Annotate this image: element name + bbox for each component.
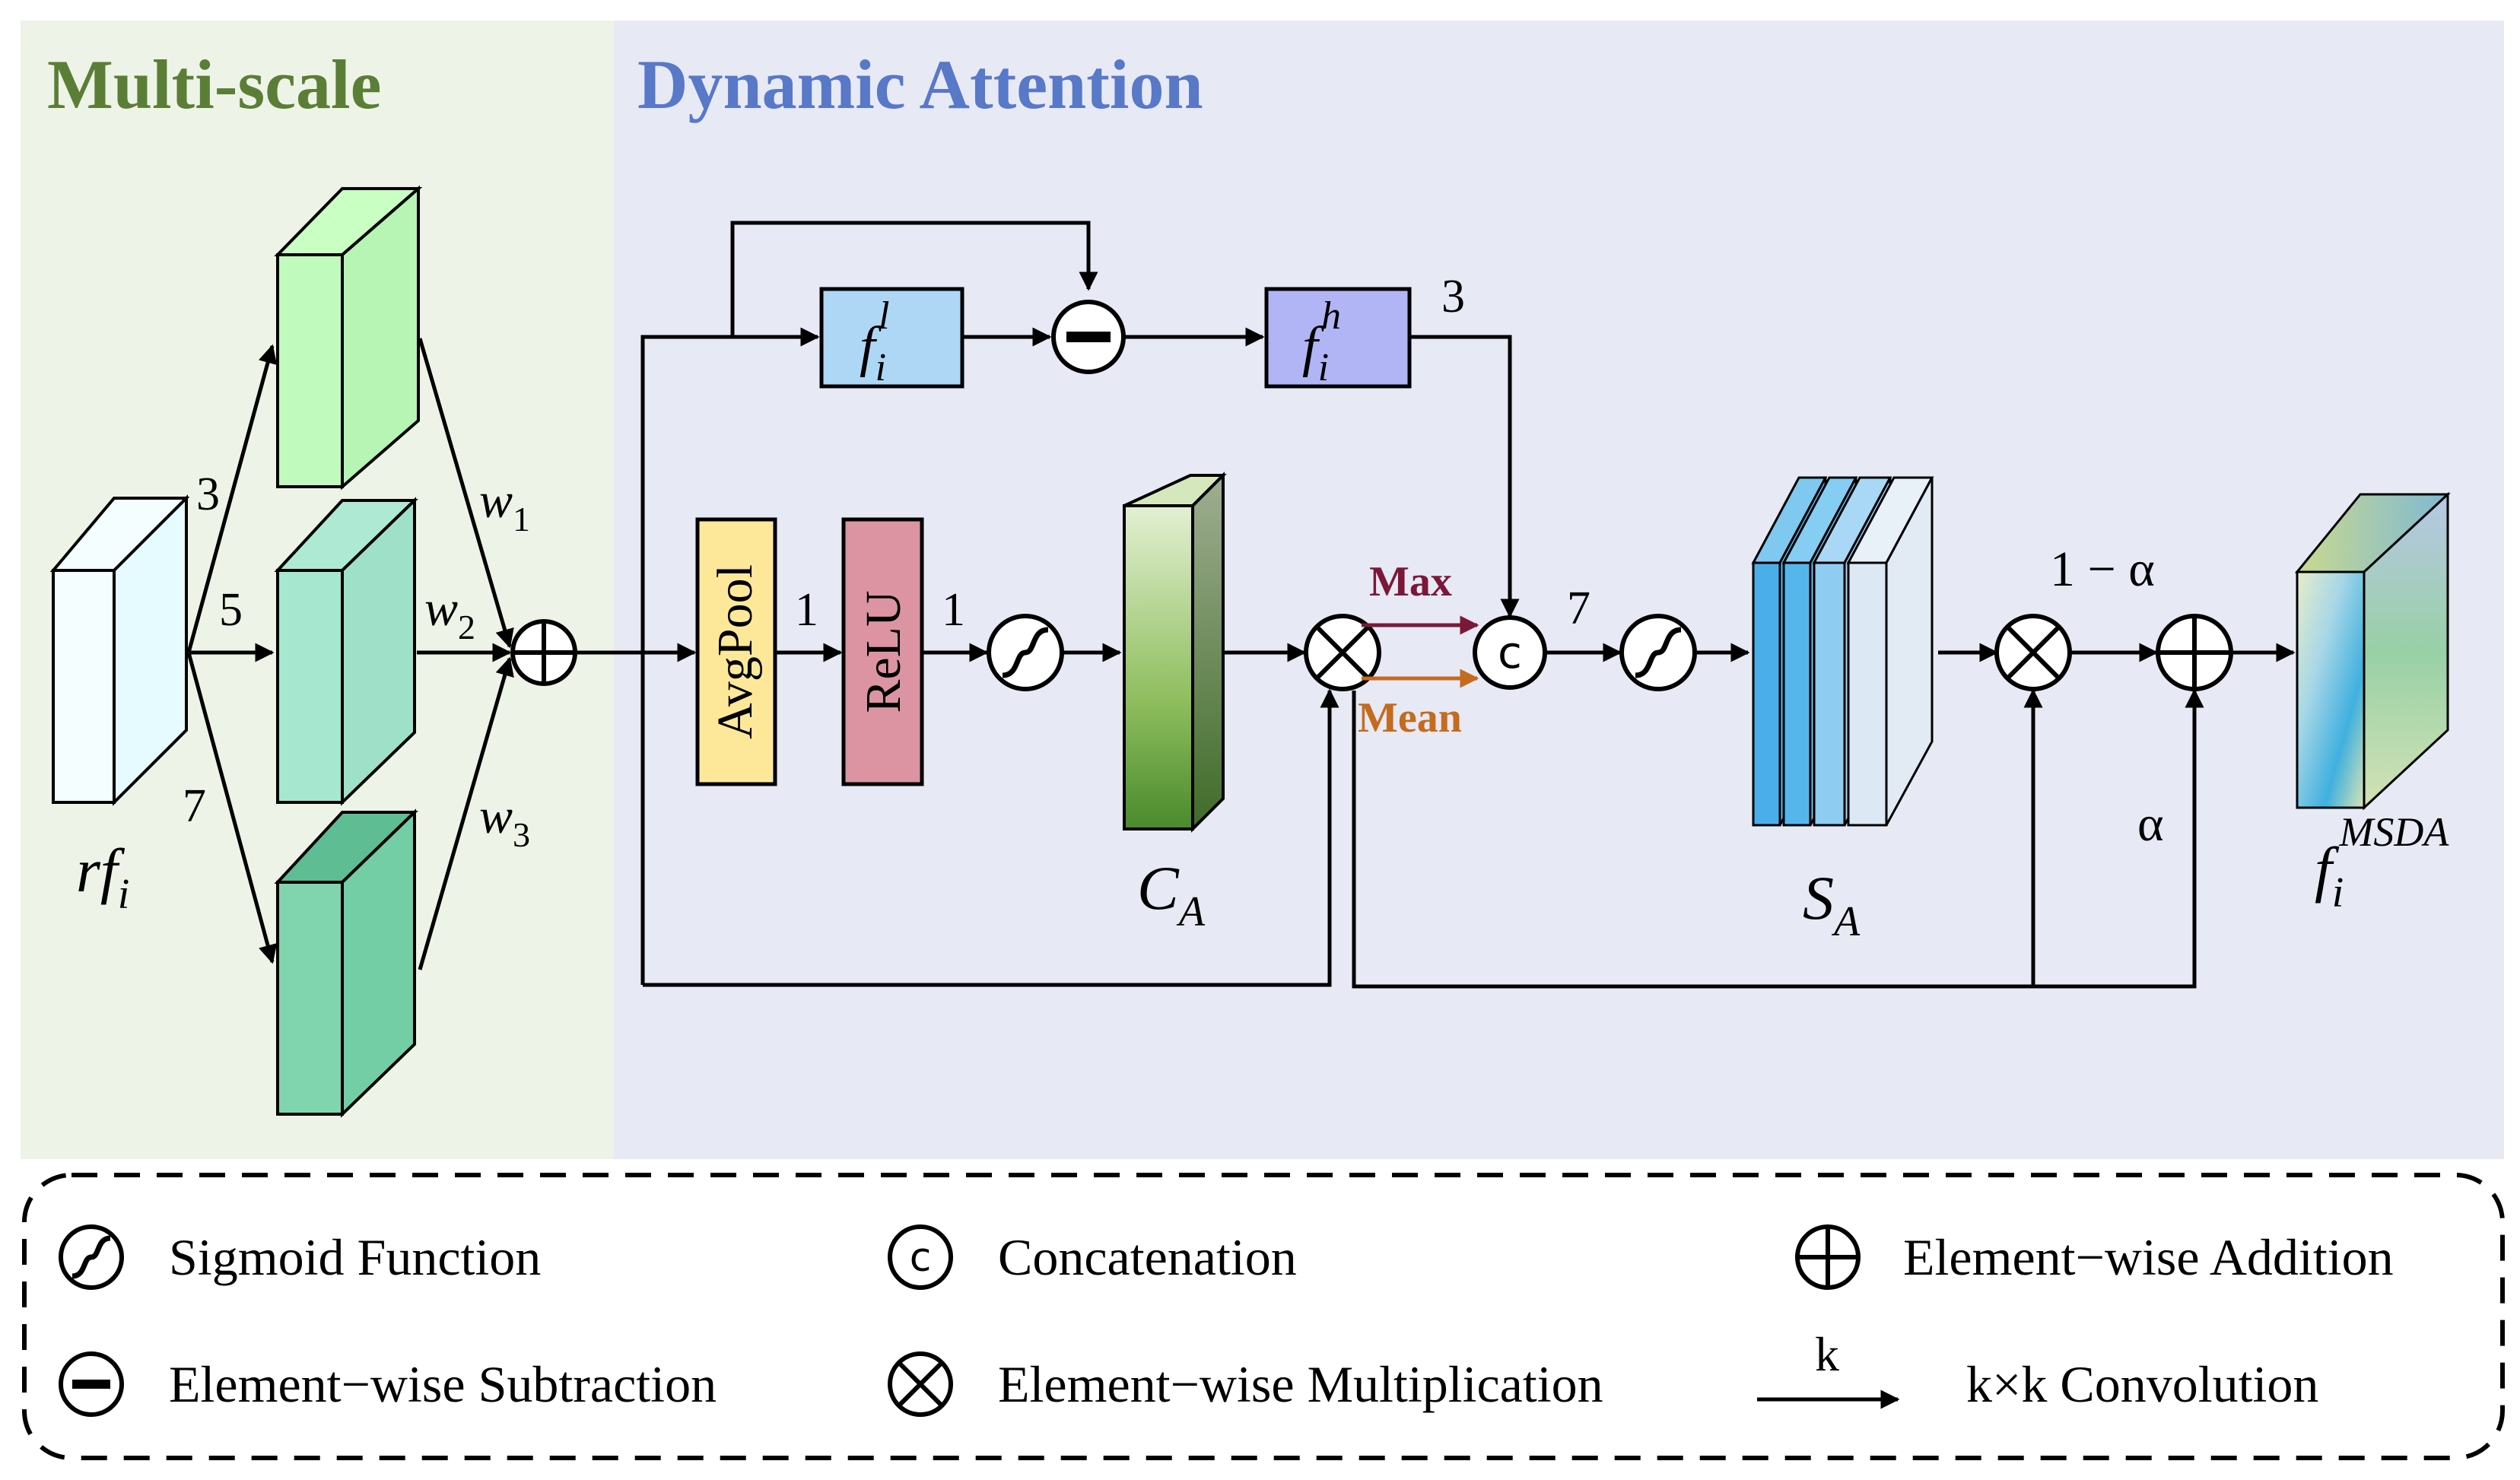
branch-arrow-3 [186,344,278,653]
addition-node-1 [510,619,577,686]
ca-label: CA [1137,853,1206,935]
fl-label: fil [860,294,889,389]
max-label: Max [1369,558,1452,605]
legend-multiplication-icon [888,1351,953,1417]
weight-line-1 [418,338,514,649]
weight-label-2: w2 [424,581,475,646]
weight-line-3 [418,656,514,970]
spatial-attention-block [1751,476,1934,827]
legend-subtraction-icon [59,1351,124,1417]
avgpool-block [695,517,777,786]
svg-text:c: c [910,1235,932,1281]
relu-block [841,517,924,786]
output-feature-block [2294,491,2451,811]
sigmoid-node-1 [987,614,1064,691]
branch-block-1 [274,185,423,491]
branch-arrow-7 [186,652,278,964]
attention-panel [614,21,2504,1159]
channel-attention-block [1123,472,1227,833]
legend-addition-icon [1795,1224,1861,1290]
top-branch-line [640,327,820,985]
kernel-label-7: 7 [183,780,206,832]
fh-label: fih [1302,294,1341,389]
legend-concat-text: Concatenation [998,1228,1297,1286]
legend-box [22,1173,2505,1460]
legend-sigmoid-text: Sigmoid Function [169,1228,541,1286]
fh-block [1264,287,1412,389]
input-feature-block [49,494,190,806]
legend-subtraction-text: Element−wise Subtraction [169,1355,717,1413]
concat-kernel-label: 7 [1567,583,1590,634]
kernel-label-3: 3 [196,468,220,520]
relu-kernel-label: 1 [942,584,965,636]
relu-label: ReLU [856,590,911,713]
avgpool-kernel-label: 1 [795,584,818,636]
flow-fh-to-concat [1409,335,1520,618]
kernel-label-5: 5 [219,584,243,636]
legend-addition-text: Element−wise Addition [1903,1228,2394,1286]
svg-text:c: c [1498,627,1522,678]
avgpool-label: AvgPool [707,564,763,739]
residual-to-multiply [643,688,1339,987]
legend-multiplication-text: Element−wise Multiplication [998,1355,1603,1413]
sa-label: SA [1803,863,1861,945]
fh-kernel-label: 3 [1441,271,1465,322]
subtraction-node [1051,300,1126,374]
residual-to-outputs [1352,688,2204,989]
multiscale-title: Multi-scale [47,46,381,123]
legend-conv-k: k [1815,1327,1839,1381]
skip-to-subtract [730,221,1098,337]
addition-node-2 [2156,614,2233,691]
branch-block-3 [274,808,418,1118]
concatenation-node: c [1473,615,1547,690]
weight-label-3: w3 [479,789,530,854]
sigmoid-node-2 [1619,614,1697,691]
mean-label: Mean [1358,694,1462,742]
alpha-label: α [2137,796,2164,852]
legend-conv-text: k×k Convolution [1966,1355,2318,1413]
multiplication-node-2 [1994,614,2072,691]
multiplication-node-1 [1304,614,1381,691]
branch-block-2 [274,497,418,806]
legend-concat-icon: c [888,1224,953,1290]
rf-label: rfi [76,836,129,918]
attention-title: Dynamic Attention [637,46,1203,123]
legend-sigmoid-icon [59,1224,124,1290]
one-minus-alpha-label: 1 − α [2050,542,2155,597]
weight-label-1: w1 [479,473,530,538]
fl-block [819,287,964,389]
